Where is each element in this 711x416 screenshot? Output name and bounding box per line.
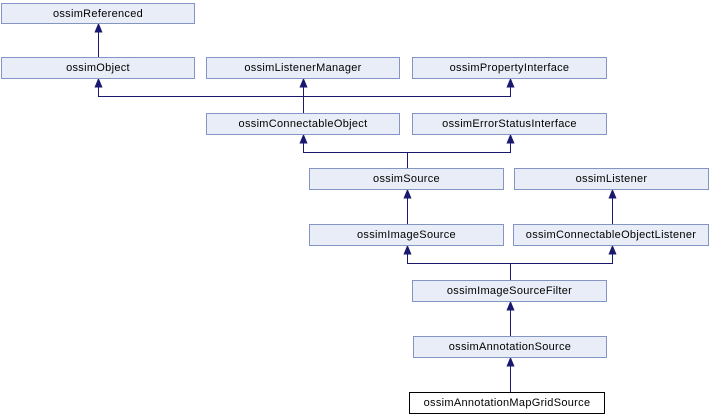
node-ossim-error-status-interface[interactable]: ossimErrorStatusInterface [412, 113, 607, 135]
node-ossim-listener-manager[interactable]: ossimListenerManager [206, 57, 400, 79]
node-label: ossimReferenced [52, 7, 144, 20]
node-ossim-connectable-object-listener[interactable]: ossimConnectableObjectListener [513, 224, 709, 246]
edge-ossimAnnotationSource-to-ossimImageSourceFilter [506, 300, 515, 336]
node-label: ossimErrorStatusInterface [442, 118, 577, 130]
node-ossim-referenced[interactable]: ossimReferenced [1, 3, 195, 24]
node-label: ossimSource [373, 173, 440, 185]
node-ossim-image-source-filter[interactable]: ossimImageSourceFilter [412, 280, 607, 302]
edge-ossimObject-to-ossimReferenced [94, 22, 103, 57]
node-label: ossimListenerManager [244, 62, 362, 74]
node-ossim-property-interface[interactable]: ossimPropertyInterface [412, 57, 607, 79]
node-ossim-annotation-map-grid-source: ossimAnnotationMapGridSource [409, 392, 605, 414]
node-label: ossimListener [575, 173, 648, 185]
node-ossim-source[interactable]: ossimSource [309, 168, 504, 190]
node-label: ossimConnectableObject [238, 118, 368, 130]
node-ossim-annotation-source[interactable]: ossimAnnotationSource [413, 336, 607, 358]
edge-ossimImageSourceFilter-to-parents [403, 244, 617, 280]
node-label: ossimImageSource [357, 229, 456, 241]
node-label: ossimObject [66, 62, 130, 74]
node-label: ossimImageSourceFilter [446, 285, 573, 297]
node-label: ossimConnectableObjectListener [525, 229, 697, 241]
edge-ossimSource-to-parents [299, 133, 515, 168]
edge-ossimConnectableObjectListener-to-ossimListener [608, 188, 617, 224]
node-ossim-listener[interactable]: ossimListener [514, 168, 709, 190]
node-ossim-object[interactable]: ossimObject [1, 57, 195, 79]
node-label: ossimAnnotationMapGridSource [423, 397, 591, 409]
edge-ossimAnnotationMapGridSource-to-ossimAnnotationSource [506, 356, 515, 392]
node-ossim-connectable-object[interactable]: ossimConnectableObject [206, 113, 400, 135]
node-label: ossimPropertyInterface [449, 62, 570, 74]
edge-ossimConnectableObject-to-parents [94, 77, 515, 113]
node-ossim-image-source[interactable]: ossimImageSource [309, 224, 504, 246]
node-label: ossimAnnotationSource [448, 341, 572, 353]
edge-ossimImageSource-to-ossimSource [403, 188, 412, 224]
